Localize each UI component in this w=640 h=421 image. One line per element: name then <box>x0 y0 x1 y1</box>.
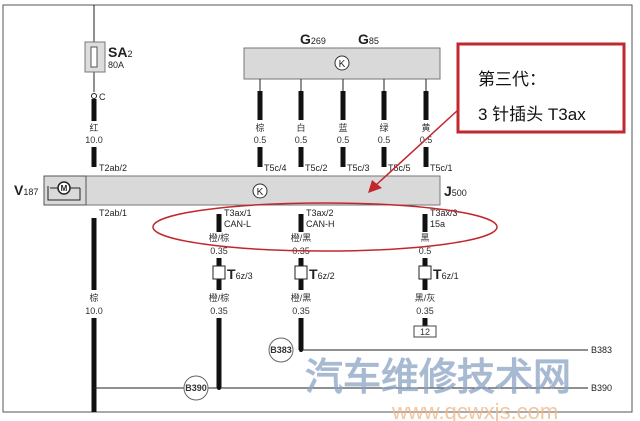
terminal-box <box>413 325 437 338</box>
pin-t2ab-2: T2ab/2 <box>99 163 127 173</box>
power-wire-lower <box>91 147 97 167</box>
sensor-symbol-icon <box>334 55 350 71</box>
callout-line-2: 3 针插头 T3ax <box>478 105 586 124</box>
wire-size: 0.35 <box>416 306 434 316</box>
controller-symbol-icon <box>252 183 268 199</box>
diagram-frame <box>2 4 633 413</box>
wire-size: 0.35 <box>210 246 228 256</box>
signal-label: CAN-L <box>224 219 251 229</box>
pin-label: T3ax/2 <box>306 208 334 218</box>
power-wire-size: 10.0 <box>85 135 103 145</box>
connector-label: T6z/3 <box>227 266 253 282</box>
node-c-label: C <box>99 92 106 102</box>
sensor-wire-3: 蓝 0.5 T5c/3 <box>337 79 370 173</box>
fuse-label: SA2 <box>108 44 132 60</box>
wire-color: 白 <box>296 122 305 133</box>
pin-label: T5c/4 <box>264 163 287 173</box>
controller-symbol: K <box>257 187 264 198</box>
watermark-text: 汽车维修技术网 <box>305 357 571 399</box>
highlight-ellipse <box>152 202 498 252</box>
sensor-wire-5: 黄 0.5 T5c/1 <box>420 79 453 173</box>
wire-size: 0.5 <box>419 246 432 256</box>
power-wire-color: 红 <box>89 122 98 133</box>
motor-wiring <box>47 186 81 201</box>
t3ax-wire-3: T3ax/3 15a 黑 0.5 T6z/1 黑/灰 0.35 12 <box>413 208 459 338</box>
terminal-label: 12 <box>420 327 430 337</box>
wire-color: 橙/棕 <box>209 292 230 303</box>
wire-color: 蓝 <box>338 122 347 133</box>
sensor-wire-1: 棕 0.5 T5c/4 <box>254 79 287 173</box>
pin-label: T3ax/1 <box>224 208 252 218</box>
b390-circle <box>183 375 209 401</box>
pin-t2ab-1: T2ab/1 <box>99 208 127 218</box>
wire-size: 0.35 <box>210 306 228 316</box>
wire-size: 0.5 <box>254 135 267 145</box>
signal-label: 15a <box>430 219 445 229</box>
wire-color: 黄 <box>421 122 430 133</box>
sensor-label-g85: G85 <box>358 31 379 47</box>
wire-color: 黑 <box>420 233 429 243</box>
ground-wire-color: 棕 <box>89 292 98 303</box>
pin-label: T5c/1 <box>430 163 453 173</box>
node-c <box>91 93 97 99</box>
sensor-symbol: K <box>339 59 346 70</box>
arrow-head-icon <box>368 180 382 193</box>
sensor-wire-4: 绿 0.5 T5c/5 <box>378 79 411 173</box>
wire-size: 0.35 <box>292 306 310 316</box>
t3ax-wire-2: T3ax/2 CAN-H 橙/黑 0.35 T6z/2 橙/黑 0.35 <box>291 208 335 350</box>
b383-end-label: B383 <box>591 345 612 355</box>
wire-color: 棕 <box>255 122 264 133</box>
connector-icon <box>212 265 226 280</box>
motor-symbol: M <box>61 184 68 193</box>
connector-icon <box>294 265 308 280</box>
sensor-wire-2: 白 0.5 T5c/2 <box>295 79 328 173</box>
wire-color: 橙/黑 <box>291 232 312 243</box>
callout-line-1: 第三代： <box>478 70 546 89</box>
connector-icon <box>418 265 432 280</box>
pin-label: T3ax/3 <box>430 208 458 218</box>
watermark-url: www.qcwxjs.com <box>391 399 558 421</box>
b383-circle <box>268 337 294 363</box>
wire-color: 橙/黑 <box>291 292 312 303</box>
ground-wire-lower <box>91 318 97 412</box>
b390-end-label: B390 <box>591 383 612 393</box>
b383-junction <box>299 348 303 352</box>
wire-size: 0.5 <box>378 135 391 145</box>
b383-label: B383 <box>270 345 292 355</box>
pin-label: T5c/3 <box>347 163 370 173</box>
wire-color: 绿 <box>379 122 388 133</box>
ground-wire-size: 10.0 <box>85 306 103 316</box>
b390-label: B390 <box>185 383 207 393</box>
fuse-rating: 80A <box>108 60 124 70</box>
pin-label: T5c/5 <box>388 163 411 173</box>
sensor-label-g269: G269 <box>300 31 326 47</box>
wire-size: 0.5 <box>337 135 350 145</box>
wire-color: 橙/棕 <box>209 232 230 243</box>
fuse-icon <box>90 46 98 68</box>
callout-arrow <box>375 109 459 186</box>
b390-junction <box>217 386 221 390</box>
t3ax-wire-1: T3ax/1 CAN-L 橙/棕 0.35 T6z/3 橙/棕 0.35 <box>209 208 253 388</box>
pin-label: T5c/2 <box>305 163 328 173</box>
connector-label: T6z/2 <box>309 266 335 282</box>
wire-color: 黑/灰 <box>415 292 436 303</box>
wire-size: 0.5 <box>295 135 308 145</box>
signal-label: CAN-H <box>306 219 335 229</box>
power-wire <box>91 99 97 121</box>
ground-wire <box>91 218 97 290</box>
connector-label: T6z/1 <box>433 266 459 282</box>
callout-box <box>456 42 626 134</box>
motor-label: V187 <box>14 182 38 198</box>
controller-label: J500 <box>444 183 467 199</box>
